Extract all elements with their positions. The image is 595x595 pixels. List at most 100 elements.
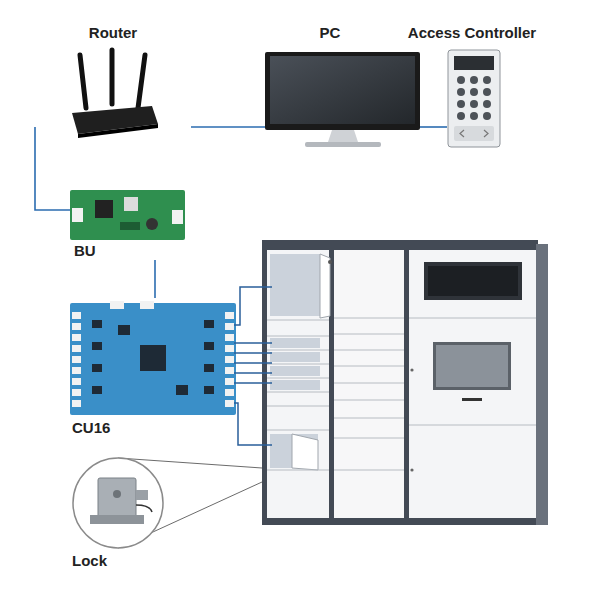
- lock-ports-left: [72, 312, 81, 407]
- chip: [204, 342, 214, 350]
- keyhole: [328, 260, 332, 264]
- top-screen: [428, 266, 518, 296]
- pcb: [70, 190, 185, 240]
- monitor-frame: [265, 52, 420, 130]
- chip: [92, 386, 102, 394]
- connector: [140, 301, 154, 309]
- component: [124, 197, 138, 211]
- network-cable: [420, 126, 447, 128]
- port: [72, 378, 81, 385]
- lock-wires: [234, 287, 272, 445]
- monitor-icon: [265, 52, 420, 147]
- port: [72, 334, 81, 341]
- terminal-column: [409, 250, 536, 518]
- port: [225, 345, 234, 352]
- key: [470, 88, 478, 96]
- lock-body: [98, 478, 136, 518]
- seam: [334, 400, 404, 401]
- lock-ports-right: [225, 312, 234, 407]
- lock-plate: [90, 515, 144, 524]
- antenna: [138, 55, 145, 108]
- controller-display: [454, 56, 494, 70]
- network-cable: [35, 127, 70, 210]
- bu-board: [70, 190, 185, 240]
- key: [470, 100, 478, 108]
- chip: [92, 342, 102, 350]
- wire: [234, 287, 272, 325]
- key: [457, 88, 465, 96]
- reader-mark: [484, 130, 488, 137]
- top-panel: [424, 262, 522, 300]
- connector: [110, 301, 124, 309]
- reader-mark: [460, 130, 464, 137]
- port: [72, 312, 81, 319]
- key: [457, 112, 465, 120]
- door-column: [267, 250, 329, 518]
- cabinet-frame: [262, 240, 538, 525]
- seam: [267, 336, 329, 337]
- network-cable: [154, 260, 156, 298]
- seam: [334, 350, 404, 351]
- device-label: Router: [89, 24, 137, 42]
- device-node: CU16: [70, 298, 238, 438]
- open-compartment: [270, 380, 320, 390]
- chip: [204, 386, 214, 394]
- port: [225, 389, 234, 396]
- port: [225, 323, 234, 330]
- device-label: Access Controller: [408, 24, 536, 42]
- device-label: CU16: [72, 419, 110, 437]
- chips: [92, 320, 214, 395]
- wire: [234, 352, 272, 354]
- wire: [234, 403, 272, 445]
- antenna: [110, 50, 115, 104]
- key: [483, 76, 491, 84]
- monitor-base: [305, 142, 381, 147]
- locker-cabinet: [262, 240, 548, 525]
- capacitor: [146, 218, 158, 230]
- port: [72, 323, 81, 330]
- open-compartment: [270, 366, 320, 376]
- seam: [334, 383, 404, 384]
- device-label: BU: [74, 242, 96, 260]
- device-label: PC: [320, 24, 341, 42]
- handle: [410, 368, 413, 371]
- open-door: [320, 254, 330, 318]
- port: [225, 378, 234, 385]
- lock-screw: [113, 490, 121, 498]
- open-compartment: [270, 254, 320, 316]
- chip: [204, 364, 214, 372]
- lock-callout: [73, 458, 262, 548]
- seam: [267, 430, 329, 431]
- seam: [267, 320, 329, 321]
- chip: [176, 385, 188, 395]
- key: [483, 88, 491, 96]
- router-icon: [72, 50, 158, 138]
- port: [72, 356, 81, 363]
- port: [225, 400, 234, 407]
- network-cable: [191, 126, 265, 128]
- handle: [410, 468, 413, 471]
- device-node: PC: [265, 22, 420, 150]
- port: [72, 400, 81, 407]
- seam: [267, 350, 329, 351]
- component: [120, 222, 140, 230]
- device-node: Lock: [70, 455, 170, 573]
- port: [225, 312, 234, 319]
- open-door: [292, 434, 318, 470]
- chip: [204, 320, 214, 328]
- chip: [118, 325, 130, 335]
- touch-screen-glass: [436, 345, 508, 387]
- chip: [92, 320, 102, 328]
- seam: [267, 406, 329, 407]
- port: [72, 389, 81, 396]
- device-node: BU: [70, 188, 188, 260]
- card-slot: [462, 398, 482, 401]
- connector: [72, 208, 83, 222]
- port: [72, 367, 81, 374]
- key: [470, 112, 478, 120]
- seam: [267, 392, 329, 393]
- seam: [409, 318, 536, 319]
- seam: [334, 366, 404, 367]
